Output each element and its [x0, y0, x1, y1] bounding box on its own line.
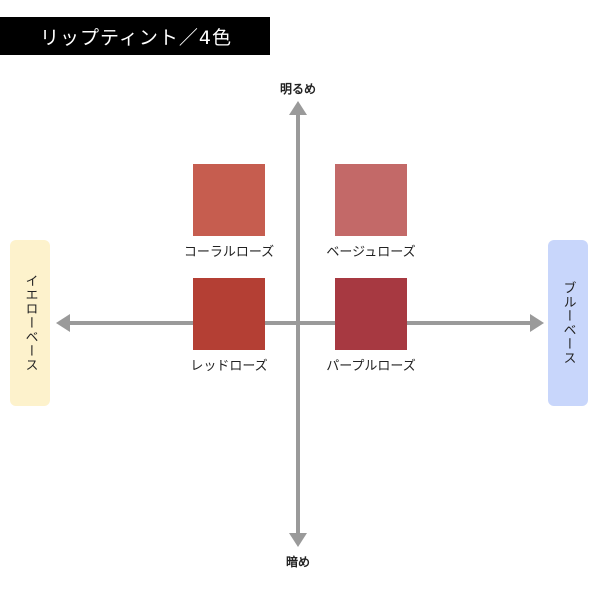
swatch-label-coral-rose: コーラルローズ [183, 245, 275, 260]
title-text: リップティント／4色 [40, 26, 232, 49]
blue-base-label: ブルーベース [560, 281, 576, 365]
arrow-down-icon [289, 533, 307, 547]
axis-label-top: 明るめ [279, 82, 317, 96]
swatch-coral-rose [193, 164, 265, 236]
vertical-axis [289, 101, 307, 547]
page-title: リップティント／4色 [0, 17, 270, 55]
swatch-purple-rose [335, 278, 407, 350]
axis-label-bottom: 暗め [285, 555, 311, 569]
swatch-beige-rose [335, 164, 407, 236]
swatch-red-rose [193, 278, 265, 350]
arrow-up-icon [289, 101, 307, 115]
arrow-left-icon [56, 314, 70, 332]
swatch-label-beige-rose: ベージュローズ [326, 245, 416, 260]
yellow-base-label: イエローベース [22, 274, 38, 372]
blue-base-tag: ブルーベース [548, 240, 588, 406]
swatch-label-purple-rose: パープルローズ [326, 359, 416, 374]
arrow-right-icon [530, 314, 544, 332]
swatch-label-red-rose: レッドローズ [190, 359, 268, 374]
yellow-base-tag: イエローベース [10, 240, 50, 406]
